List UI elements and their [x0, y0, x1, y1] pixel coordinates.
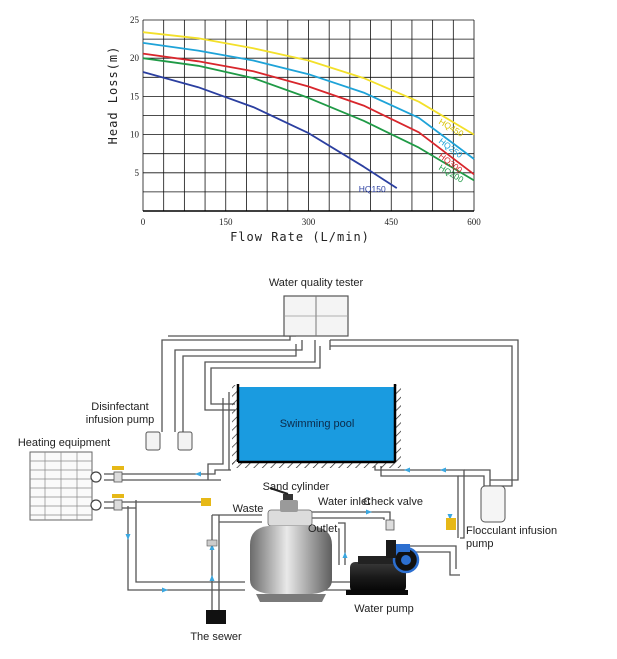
x-tick-label: 300 — [302, 217, 316, 227]
label-swimming-pool: Swimming pool — [280, 418, 355, 430]
x-axis-label: Flow Rate (L/min) — [230, 230, 370, 244]
label-the-sewer: The sewer — [190, 631, 242, 643]
y-tick-label: 5 — [135, 168, 140, 178]
x-tick-label: 450 — [385, 217, 399, 227]
label-disinfectant-line2: infusion pump — [86, 414, 155, 426]
disinfectant-infusion-pumps: Disinfectant infusion pump — [86, 401, 193, 451]
y-tick-label: 10 — [130, 130, 140, 140]
series-line-hq200 — [142, 57, 475, 182]
y-tick-label: 25 — [130, 15, 140, 25]
label-flocculant-line2: pump — [466, 538, 494, 550]
y-tick-label: 15 — [130, 91, 140, 101]
water-quality-tester: Water quality tester — [269, 277, 364, 337]
flow-arrows — [125, 467, 453, 593]
series-line-hq250 — [142, 42, 475, 160]
chart-grid — [142, 19, 475, 212]
x-tick-label: 0 — [141, 217, 146, 227]
valves — [112, 466, 456, 547]
label-water-pump: Water pump — [354, 603, 414, 615]
series-label-hq150: HQ150 — [359, 184, 386, 194]
label-check-valve: Check valve — [363, 496, 423, 508]
series-line-hq300 — [142, 52, 475, 176]
pool-water — [238, 387, 395, 462]
x-tick-label: 600 — [467, 217, 481, 227]
chart-series — [142, 31, 475, 189]
pool-filtration-diagram: Swimming pool Water quality tester Disin… — [18, 277, 557, 643]
flocculant-infusion-pump: Flocculant infusion pump — [466, 485, 557, 550]
label-flocculant-line1: Flocculant infusion — [466, 525, 557, 537]
label-water-inlet: Water inlet — [318, 496, 370, 508]
y-tick-label: 20 — [130, 53, 140, 63]
label-disinfectant-line1: Disinfectant — [91, 401, 148, 413]
series-line-hq150 — [142, 71, 398, 189]
series-line-hq450 — [142, 31, 475, 136]
x-tick-label: 150 — [219, 217, 233, 227]
label-sand-cylinder: Sand cylinder — [263, 481, 330, 493]
label-water-quality-tester: Water quality tester — [269, 277, 364, 289]
sand-cylinder: Sand cylinder Waste Water inlet Outlet — [233, 481, 370, 602]
swimming-pool: Swimming pool — [232, 384, 401, 468]
water-pump: Water pump — [346, 540, 420, 615]
label-heating-equipment: Heating equipment — [18, 437, 110, 449]
label-waste: Waste — [233, 503, 264, 515]
sewer: The sewer — [190, 610, 242, 643]
label-outlet: Outlet — [308, 523, 337, 535]
chart-ticks: 0 150 300 450 600 5 10 15 20 25 — [130, 15, 481, 227]
y-axis-label: Head Loss(m) — [106, 46, 120, 145]
heating-equipment: Heating equipment — [18, 437, 110, 521]
